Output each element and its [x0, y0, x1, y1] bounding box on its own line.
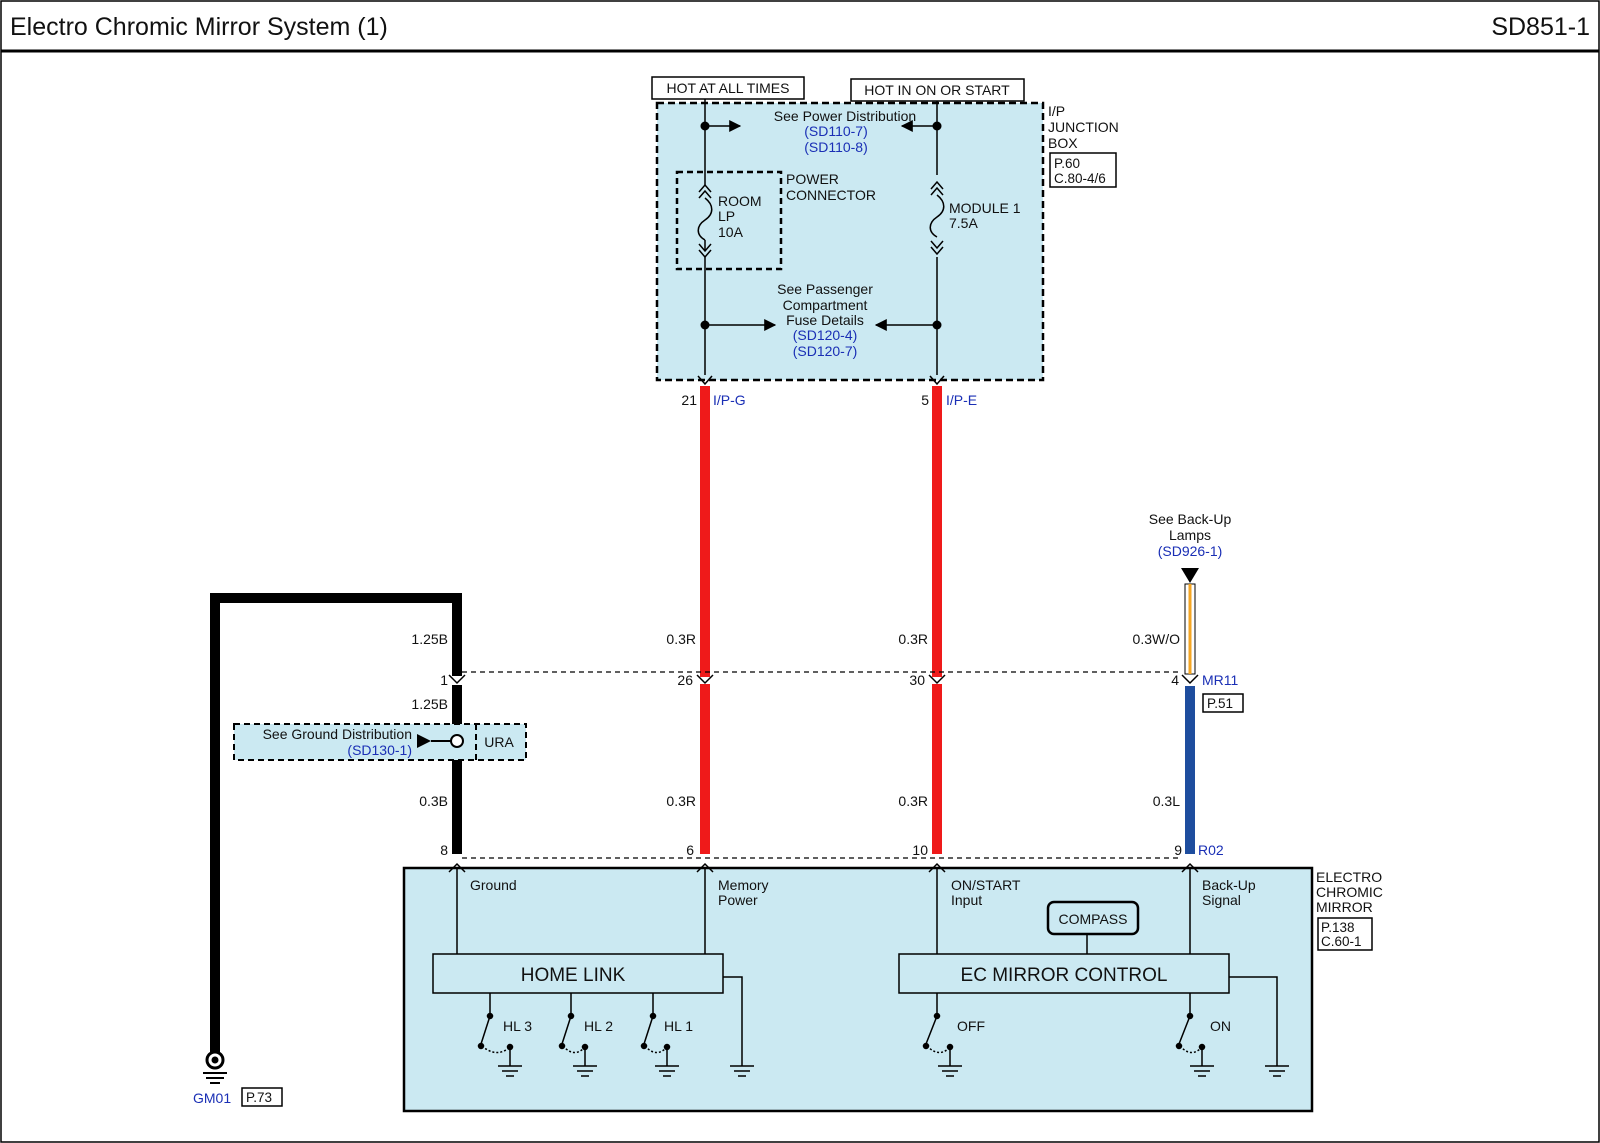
- junction-box-name-3: BOX: [1048, 135, 1078, 151]
- diagram-title: Electro Chromic Mirror System (1): [10, 13, 388, 41]
- off-label: OFF: [957, 1018, 985, 1034]
- pin-10-label: 10: [912, 842, 928, 858]
- junction-box-name-1: I/P: [1048, 103, 1065, 119]
- on-start-label-2: Input: [951, 892, 982, 908]
- module-1-fuse: [929, 175, 945, 257]
- ura-label: URA: [484, 734, 514, 750]
- ip-g-connector: I/P-G: [713, 392, 746, 408]
- on-label: ON: [1210, 1018, 1231, 1034]
- ip-junction-box: HOT AT ALL TIMES HOT IN ON OR START I/P …: [651, 76, 1119, 408]
- wire-size-ground-upper: 1.25B: [411, 631, 448, 647]
- ip-e-connector: I/P-E: [946, 392, 977, 408]
- wire-size-ground-mid: 1.25B: [411, 696, 448, 712]
- gm01-page: P.73: [246, 1090, 272, 1105]
- room-lp-fuse: [697, 183, 713, 259]
- pin-8-label: 8: [440, 842, 448, 858]
- on-start-wire: [932, 386, 942, 854]
- wire-size-backup-lower: 0.3L: [1153, 793, 1180, 809]
- ground-pin-label: Ground: [470, 877, 517, 893]
- compass-module: [1046, 900, 1140, 936]
- home-link-label: HOME LINK: [521, 965, 626, 986]
- mirror-name-1: ELECTRO: [1316, 869, 1382, 885]
- wire-size-memory-upper: 0.3R: [666, 631, 696, 647]
- backup-lamps-label-2: Lamps: [1169, 527, 1211, 543]
- switch-hl2: [558, 993, 597, 1077]
- mirror-connector: C.60-1: [1321, 934, 1362, 949]
- wire-size-ground-lower: 0.3B: [419, 793, 448, 809]
- power-connector-label-1: POWER: [786, 171, 839, 187]
- hl1-label: HL 1: [664, 1018, 693, 1034]
- ground-distribution-label: See Ground Distribution: [263, 726, 412, 742]
- pin-26-label: 26: [677, 672, 693, 688]
- pin-5-label: 5: [921, 392, 929, 408]
- backup-signal-wire: [1181, 568, 1199, 854]
- pin-4-label: 4: [1171, 672, 1179, 688]
- pin-9-label: 9: [1174, 842, 1182, 858]
- memory-power-wire: [700, 386, 710, 854]
- electro-chromic-mirror: Ground Memory Power ON/START Input Back-…: [402, 862, 1383, 1113]
- room-lp-label-1: ROOM: [718, 193, 762, 209]
- on-start-label-1: ON/START: [951, 877, 1021, 893]
- ground-distribution-ref: (SD130-1): [347, 742, 412, 758]
- passenger-fuse-label-1: See Passenger: [777, 281, 873, 297]
- pin-1-label: 1: [440, 672, 448, 688]
- backup-signal-label-2: Signal: [1202, 892, 1241, 908]
- mirror-page: P.138: [1321, 920, 1355, 935]
- diagram-code: SD851-1: [1491, 13, 1590, 41]
- junction-box-connector: C.80-4/6: [1054, 171, 1106, 186]
- mr11-page: P.51: [1207, 696, 1233, 711]
- junction-box-page: P.60: [1054, 156, 1080, 171]
- wire-size-memory-lower: 0.3R: [666, 793, 696, 809]
- ground-distribution-splice: [233, 723, 527, 761]
- hot-at-all-times-label: HOT AT ALL TIMES: [667, 80, 790, 96]
- room-lp-label-2: LP: [718, 208, 735, 224]
- power-connector-label-2: CONNECTOR: [786, 187, 876, 203]
- switch-hl1: [640, 993, 679, 1077]
- mirror-name-3: MIRROR: [1316, 899, 1373, 915]
- ec-mirror-control-module: [898, 953, 1230, 994]
- compass-label: COMPASS: [1059, 911, 1128, 927]
- ec-mirror-control-label: EC MIRROR CONTROL: [961, 965, 1168, 986]
- mr11-connector: MR11: [1202, 672, 1239, 688]
- passenger-fuse-label-2: Compartment: [783, 297, 868, 313]
- pin-21-label: 21: [681, 392, 697, 408]
- hl2-label: HL 2: [584, 1018, 613, 1034]
- junction-box-name-2: JUNCTION: [1048, 119, 1119, 135]
- passenger-fuse-ref-1: (SD120-4): [793, 327, 858, 343]
- pin-30-label: 30: [909, 672, 925, 688]
- see-power-distribution: See Power Distribution: [774, 108, 916, 124]
- gm01-ground-point: [203, 1050, 227, 1084]
- wire-size-onstart-upper: 0.3R: [898, 631, 928, 647]
- room-lp-label-3: 10A: [718, 224, 744, 240]
- pin-6-label: 6: [686, 842, 694, 858]
- switch-on: [1175, 993, 1214, 1077]
- hot-in-on-or-start-label: HOT IN ON OR START: [864, 82, 1010, 98]
- power-dist-ref-1: (SD110-7): [804, 123, 868, 139]
- backup-lamps-ref: (SD926-1): [1158, 543, 1223, 559]
- passenger-fuse-label-3: Fuse Details: [786, 312, 864, 328]
- hl3-label: HL 3: [503, 1018, 532, 1034]
- wire-size-backup-upper: 0.3W/O: [1133, 631, 1181, 647]
- home-link-module: [432, 953, 724, 994]
- switch-hl3: [477, 993, 522, 1077]
- memory-power-label-2: Power: [718, 892, 758, 908]
- ground-wire: [210, 593, 462, 1052]
- mirror-name-2: CHROMIC: [1316, 884, 1383, 900]
- module-1-label-1: MODULE 1: [949, 200, 1021, 216]
- switch-off: [922, 993, 962, 1077]
- wire-size-onstart-lower: 0.3R: [898, 793, 928, 809]
- module-1-label-2: 7.5A: [949, 215, 978, 231]
- memory-power-label-1: Memory: [718, 877, 769, 893]
- power-dist-ref-2: (SD110-8): [804, 139, 868, 155]
- gm01-label: GM01: [193, 1090, 231, 1106]
- passenger-fuse-ref-2: (SD120-7): [793, 343, 858, 359]
- hot-at-all-times-box: [651, 76, 805, 100]
- backup-lamps-label-1: See Back-Up: [1149, 511, 1232, 527]
- r02-connector: R02: [1198, 842, 1224, 858]
- backup-signal-label-1: Back-Up: [1202, 877, 1256, 893]
